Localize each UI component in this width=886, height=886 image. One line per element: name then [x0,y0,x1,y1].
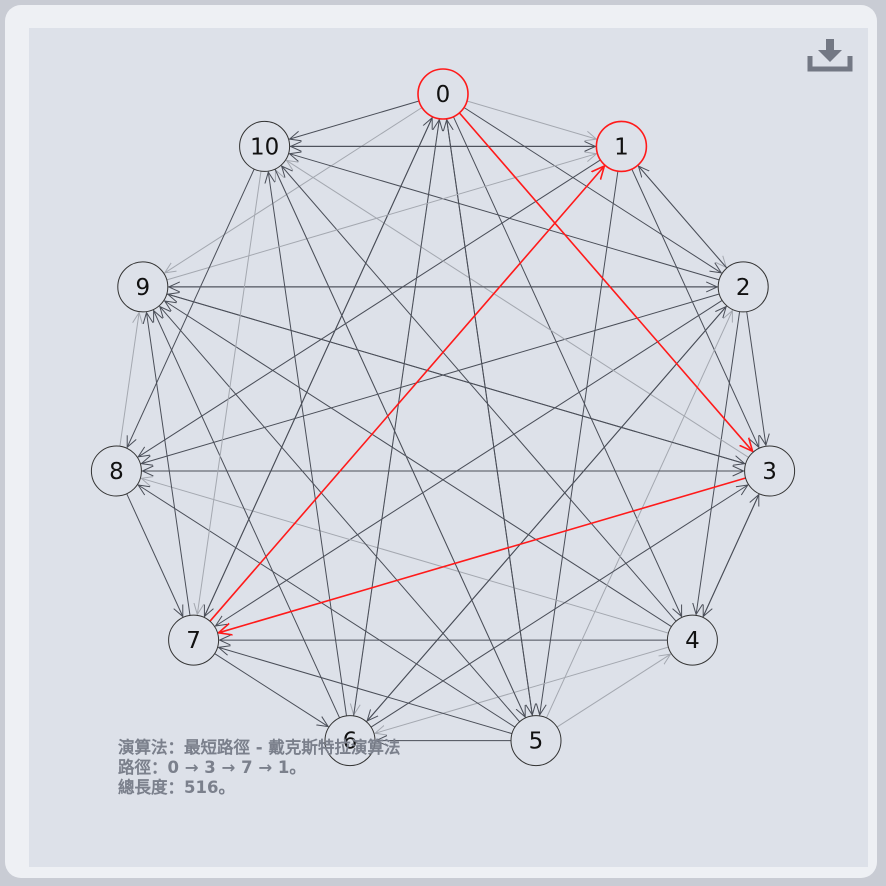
edge-7-1 [209,166,604,622]
edge-3-7 [219,477,746,633]
node-circle [90,445,142,497]
node-circle [717,261,769,313]
edge-0-4 [452,116,681,617]
total-length-text: 總長度：516。 [118,778,235,797]
nodes-layer: 0 1 2 3 4 5 6 7 8 9 10 [90,68,796,767]
node-circle [744,445,796,497]
node-label: 1 [614,134,629,160]
node-circle [595,120,648,173]
algorithm-text: 演算法：最短路徑 - 戴克斯特拉演算法 [118,738,401,757]
path-text: 路徑：0 → 3 → 7 → 1。 [118,758,306,777]
node-label: 10 [250,134,279,160]
node-label: 2 [736,275,751,301]
edge-0-3 [458,112,752,451]
node-circle [666,614,718,666]
edge-4-9 [165,301,672,628]
edge-5-8 [138,485,516,728]
edge-3-10 [287,160,749,458]
edge-6-2 [366,307,726,723]
edge-2-8 [141,293,720,464]
edge-9-1 [166,154,597,281]
edge-5-2 [545,311,732,719]
node-0[interactable]: 0 [417,68,469,120]
edge-1-5 [540,171,619,715]
edge-4-8 [141,478,669,634]
edge-6-3 [370,485,748,728]
node-label: 7 [186,628,201,654]
node-circle [510,715,562,767]
edge-2-4 [696,311,741,615]
node-4[interactable]: 4 [666,614,718,666]
node-7[interactable]: 7 [168,614,220,666]
node-circle [117,261,169,313]
node-label: 6 [343,729,358,755]
edge-4-6 [375,646,669,733]
edge-5-7 [219,647,513,735]
node-label: 8 [109,459,124,485]
edge-6-9 [154,311,341,719]
edge-7-9 [147,313,191,616]
node-6[interactable]: 6 [324,715,376,767]
edge-10-5 [274,168,525,717]
edge-5-9 [160,307,520,723]
edge-2-1 [638,166,728,269]
edge-10-7 [197,171,262,614]
edge-4-3 [702,495,759,618]
node-circle [239,120,291,172]
node-9[interactable]: 9 [117,261,169,313]
edge-9-3 [166,293,745,464]
result-info: 演算法：最短路徑 - 戴克斯特拉演算法 路徑：0 → 3 → 7 → 1。 總長… [118,738,400,798]
node-label: 5 [529,729,544,755]
app-frame [5,5,877,878]
edge-4-10 [282,166,677,622]
node-circle [417,68,469,120]
edge-1-3 [631,168,759,447]
node-10[interactable]: 10 [239,120,291,172]
edge-0-9 [165,107,423,273]
node-label: 3 [762,459,777,485]
edge-0-10 [290,100,420,139]
edge-1-8 [138,159,601,457]
node-1[interactable]: 1 [595,120,648,173]
edge-0-2 [463,107,721,273]
download-icon [807,39,853,72]
edge-6-10 [268,172,347,716]
download-button[interactable] [806,36,854,74]
edge-5-0 [447,120,533,716]
edge-6-0 [353,120,440,716]
node-label: 0 [436,82,451,108]
edge-5-4 [556,654,671,728]
edge-10-8 [127,168,255,447]
node-8[interactable]: 8 [90,445,142,497]
edges-layer [119,100,766,741]
edge-2-10 [290,154,720,281]
edge-8-9 [119,313,139,447]
node-label: 4 [685,628,700,654]
node-circle [324,715,376,767]
edge-2-3 [746,311,766,446]
node-circle [168,614,220,666]
edge-0-1 [466,100,597,139]
edge-7-0 [203,118,432,618]
node-label: 9 [135,275,150,301]
edge-8-7 [126,493,183,617]
node-3[interactable]: 3 [744,445,796,497]
graph-panel [29,28,868,867]
edge-2-7 [216,299,723,626]
node-5[interactable]: 5 [510,715,562,767]
edge-7-6 [214,653,329,727]
node-2[interactable]: 2 [717,261,769,313]
